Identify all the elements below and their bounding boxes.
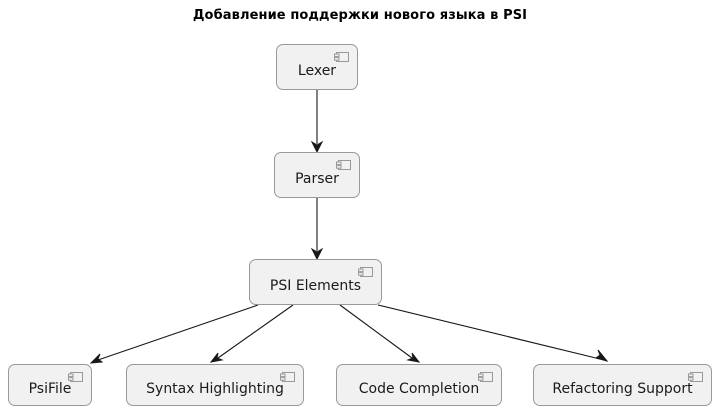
arrowhead-psifile [89,353,104,364]
uml-component-icon [68,372,83,382]
component-label-lexer: Lexer [297,62,337,79]
component-lexer[interactable]: Lexer [276,44,358,90]
uml-component-icon [478,372,493,382]
uml-component-icon [280,372,295,382]
edge-psi_elements-to-code_completion [339,304,413,359]
uml-component-icon [336,160,351,170]
component-psi_elements[interactable]: PSI Elements [249,259,382,305]
component-parser[interactable]: Parser [274,152,360,198]
diagram-title: Добавление поддержки нового языка в PSI [192,8,528,23]
arrowhead-code_completion [406,352,421,363]
component-label-code_completion: Code Completion [358,380,480,397]
uml-component-icon [334,52,349,62]
component-refactoring_support[interactable]: Refactoring Support [533,364,712,406]
edge-psi_elements-to-psifile [97,304,259,361]
arrowhead-refactoring_support [594,349,609,362]
uml-component-icon [688,372,703,382]
edge-psi_elements-to-refactoring_support [377,304,601,360]
component-psifile[interactable]: PsiFile [8,364,92,406]
arrowhead-parser [310,140,324,154]
component-code_completion[interactable]: Code Completion [336,364,502,406]
arrowhead-psi_elements [310,247,324,261]
component-label-psi_elements: PSI Elements [269,277,362,294]
arrowhead-syntax_highlighting [209,352,224,363]
component-label-parser: Parser [295,170,339,187]
uml-component-icon [358,267,373,277]
component-syntax_highlighting[interactable]: Syntax Highlighting [126,364,304,406]
component-label-refactoring_support: Refactoring Support [552,380,693,397]
component-label-syntax_highlighting: Syntax Highlighting [146,380,284,397]
component-label-psifile: PsiFile [28,380,72,397]
edge-psi_elements-to-syntax_highlighting [217,304,294,359]
